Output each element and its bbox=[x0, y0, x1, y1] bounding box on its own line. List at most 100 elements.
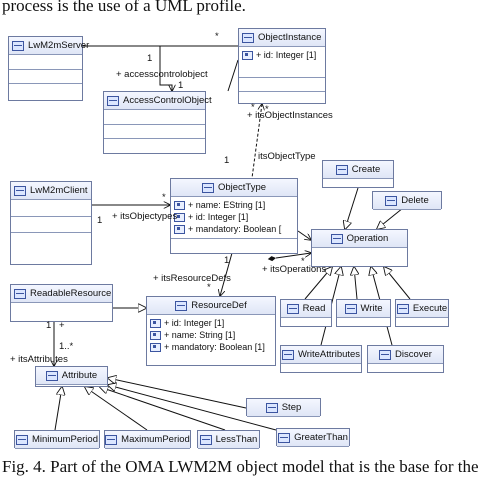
class-icon bbox=[344, 303, 357, 314]
class-greater-than[interactable]: GreaterThan bbox=[276, 428, 350, 447]
class-icon bbox=[16, 434, 28, 445]
role-label: + itsObjectypes bbox=[112, 211, 178, 222]
role-label: + itsResourceDefs bbox=[153, 273, 231, 284]
multiplicity-label: * bbox=[215, 31, 219, 42]
class-name: Create bbox=[351, 164, 381, 175]
multiplicity-label: 1 bbox=[46, 320, 52, 331]
class-write-attributes[interactable]: WriteAttributes bbox=[280, 345, 362, 373]
class-resource-def[interactable]: ResourceDef + id: Integer [1] + name: St… bbox=[146, 296, 276, 366]
class-icon bbox=[14, 288, 26, 299]
server-access-control-assoc bbox=[159, 46, 172, 91]
section-divider bbox=[104, 124, 205, 125]
class-name: Delete bbox=[401, 195, 429, 206]
attribute: + mandatory: Boolean [ bbox=[188, 224, 282, 234]
role-label: + itsObjectInstances bbox=[247, 110, 333, 121]
type-resource-assoc bbox=[220, 253, 232, 296]
class-icon bbox=[199, 434, 212, 445]
delete-generalization bbox=[377, 207, 404, 229]
class-icon bbox=[45, 370, 58, 381]
read-generalization bbox=[304, 267, 332, 300]
class-name: Write bbox=[360, 303, 383, 314]
section-divider bbox=[9, 69, 82, 70]
resource-operation-assoc bbox=[276, 253, 311, 258]
section-divider bbox=[171, 238, 297, 239]
class-name: MaximumPeriod bbox=[121, 434, 190, 445]
attribute-icon bbox=[174, 224, 185, 234]
class-less-than[interactable]: LessThan bbox=[197, 430, 260, 449]
class-name: Discover bbox=[395, 349, 432, 360]
section-divider bbox=[11, 232, 91, 233]
step-generalization bbox=[108, 378, 247, 409]
section-divider bbox=[104, 138, 205, 139]
figure-caption: Fig. 4. Part of the OMA LWM2M object mod… bbox=[2, 457, 479, 476]
maximum-period-generalization bbox=[85, 387, 148, 431]
class-discover[interactable]: Discover bbox=[367, 345, 444, 373]
attribute-icon bbox=[150, 318, 161, 328]
write-generalization bbox=[354, 267, 357, 300]
multiplicity-label: * bbox=[251, 102, 255, 113]
greater-than-generalization bbox=[108, 385, 277, 431]
class-access-control-object[interactable]: AccessControlObject bbox=[103, 91, 212, 154]
multiplicity-label: * bbox=[265, 104, 269, 115]
create-generalization bbox=[345, 187, 359, 229]
attribute: + id: Integer [1] bbox=[188, 212, 249, 222]
role-label: + accesscontrolobject bbox=[116, 69, 208, 80]
multiplicity-label: * bbox=[301, 256, 305, 267]
class-name: GreaterThan bbox=[294, 432, 348, 443]
attribute: + name: EString [1] bbox=[188, 200, 266, 210]
class-name: Step bbox=[281, 402, 302, 413]
class-icon bbox=[379, 349, 392, 360]
class-name: Read bbox=[302, 303, 326, 314]
class-step[interactable]: Step bbox=[246, 398, 321, 417]
attribute-icon bbox=[150, 342, 161, 352]
attribute: + mandatory: Boolean [1] bbox=[164, 342, 265, 352]
top-text: process is the use of a UML profile. bbox=[2, 0, 246, 15]
class-lwm2m-server[interactable]: LwM2mServer bbox=[8, 36, 89, 101]
class-write[interactable]: Write bbox=[336, 299, 391, 327]
class-name: MinimumPeriod bbox=[32, 434, 98, 445]
multiplicity-label: 1 bbox=[147, 53, 153, 64]
class-lwm2m-client[interactable]: LwM2mClient bbox=[10, 181, 92, 265]
class-read[interactable]: Read bbox=[280, 299, 332, 327]
class-icon bbox=[396, 303, 409, 314]
instance-type-assoc bbox=[251, 104, 262, 179]
class-icon bbox=[175, 300, 188, 311]
attribute: + id: Integer [1] bbox=[256, 50, 317, 60]
section-divider bbox=[9, 83, 82, 84]
section-divider bbox=[239, 91, 325, 92]
multiplicity-label: * bbox=[162, 192, 166, 203]
class-operation[interactable]: Operation bbox=[311, 229, 408, 267]
class-create[interactable]: Create bbox=[322, 160, 394, 188]
class-icon bbox=[105, 434, 118, 445]
class-icon bbox=[278, 432, 291, 443]
class-maximum-period[interactable]: MaximumPeriod bbox=[104, 430, 191, 449]
section-divider bbox=[239, 77, 325, 78]
minimum-period-generalization bbox=[54, 387, 62, 431]
multiplicity-label: 1 bbox=[178, 80, 184, 91]
attribute: + name: String [1] bbox=[164, 330, 236, 340]
class-object-type[interactable]: ObjectType + name: EString [1] + id: Int… bbox=[170, 178, 298, 254]
class-execute[interactable]: Execute bbox=[395, 299, 449, 327]
class-object-instance[interactable]: ObjectInstance + id: Integer [1] bbox=[238, 28, 326, 104]
role-label: + itsAttributes bbox=[10, 354, 68, 365]
class-icon bbox=[335, 164, 348, 175]
class-name: LessThan bbox=[215, 434, 258, 445]
multiplicity-label: 1 bbox=[224, 255, 230, 266]
class-icon bbox=[107, 95, 119, 106]
class-icon bbox=[281, 349, 294, 360]
attribute: + id: Integer [1] bbox=[164, 318, 225, 328]
class-delete[interactable]: Delete bbox=[372, 191, 442, 210]
role-label: + bbox=[59, 320, 65, 331]
class-readable-resource[interactable]: ReadableResource bbox=[10, 284, 113, 322]
class-name: ObjectInstance bbox=[258, 32, 322, 43]
class-icon bbox=[242, 32, 254, 43]
section-divider bbox=[11, 216, 91, 217]
class-attribute[interactable]: Attribute bbox=[35, 366, 108, 387]
class-name: LwM2mClient bbox=[30, 185, 88, 196]
execute-generalization bbox=[384, 267, 411, 300]
multiplicity-label: * bbox=[207, 282, 211, 293]
multiplicity-label: 1 bbox=[224, 155, 230, 166]
class-name: LwM2mServer bbox=[28, 40, 90, 51]
class-minimum-period[interactable]: MinimumPeriod bbox=[14, 430, 100, 449]
